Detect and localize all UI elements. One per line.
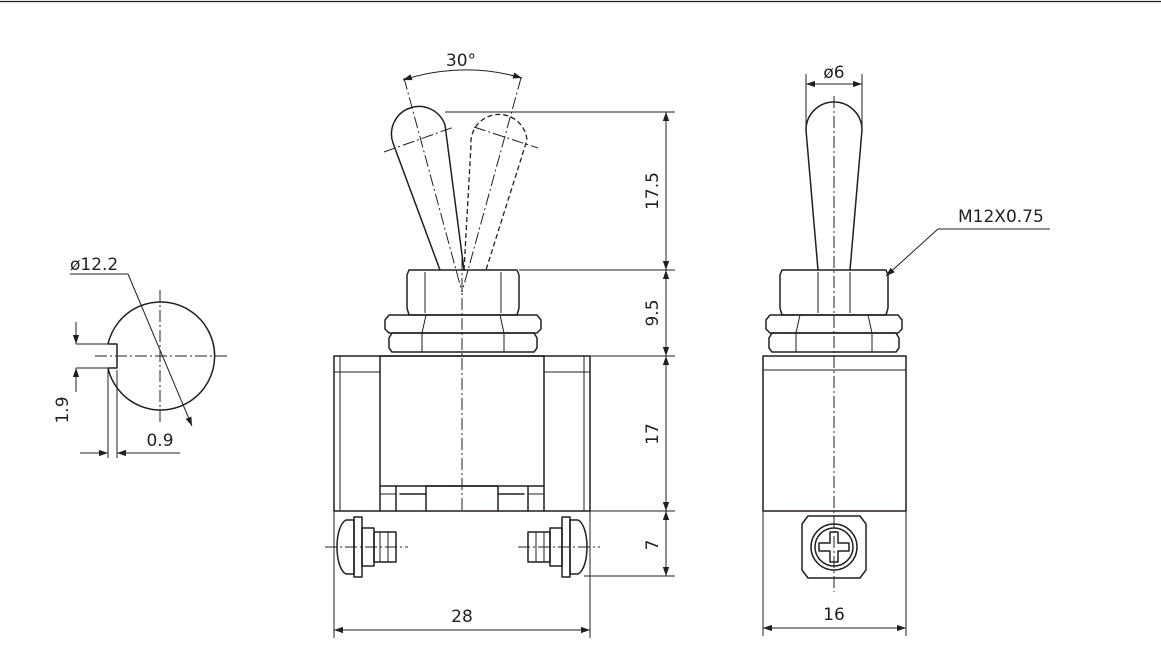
switch-side-view: ø6 M12X0.75 16 xyxy=(762,63,1050,636)
hex-nut-side xyxy=(765,314,903,334)
base-detail xyxy=(379,485,545,512)
terminal-screw-left xyxy=(325,516,408,578)
thread-label: M12X0.75 xyxy=(958,207,1044,227)
phillips-cross-icon xyxy=(818,531,850,563)
nut-face-line xyxy=(499,314,505,334)
lever-alternate xyxy=(463,113,528,271)
washer xyxy=(388,332,538,353)
body-width-label: 28 xyxy=(451,607,473,627)
angle-label: 30° xyxy=(446,51,476,71)
nut-diameter-label: ø12.2 xyxy=(70,255,118,275)
terminal-screw-right xyxy=(518,516,600,578)
washer-side xyxy=(768,332,900,353)
body-depth-label: 16 xyxy=(823,605,845,625)
screw-bracket xyxy=(801,515,867,579)
body-height-label: 17 xyxy=(643,423,663,445)
screw-head xyxy=(336,519,355,575)
key-width-label: 1.9 xyxy=(53,396,73,423)
lever-solid xyxy=(390,105,465,271)
angle-arc xyxy=(402,69,523,81)
thread-leader xyxy=(885,228,939,277)
bushing xyxy=(406,269,520,316)
diameter-leader xyxy=(127,273,193,427)
lever-diameter-label: ø6 xyxy=(823,63,844,83)
terminal-height-label: 7 xyxy=(643,540,663,551)
nut-face-line xyxy=(795,314,801,334)
lever-length-label: 17.5 xyxy=(643,172,663,210)
switch-front-view: 30° xyxy=(325,51,675,638)
hex-nut xyxy=(384,314,542,334)
lever-axis xyxy=(403,77,463,293)
nut-face-line xyxy=(421,314,427,334)
screw-head xyxy=(569,519,588,575)
bushing-top-view: ø12.2 1.9 0.9 xyxy=(53,255,228,458)
lever-axis-alt xyxy=(461,77,522,293)
keyed-bushing-outline xyxy=(107,301,216,411)
key-depth-label: 0.9 xyxy=(146,431,173,451)
lever-tip-centerline-alt xyxy=(473,126,539,149)
bushing-height-label: 9.5 xyxy=(643,299,663,326)
lever-tip-centerline xyxy=(383,126,455,153)
nut-face-line xyxy=(867,314,873,334)
